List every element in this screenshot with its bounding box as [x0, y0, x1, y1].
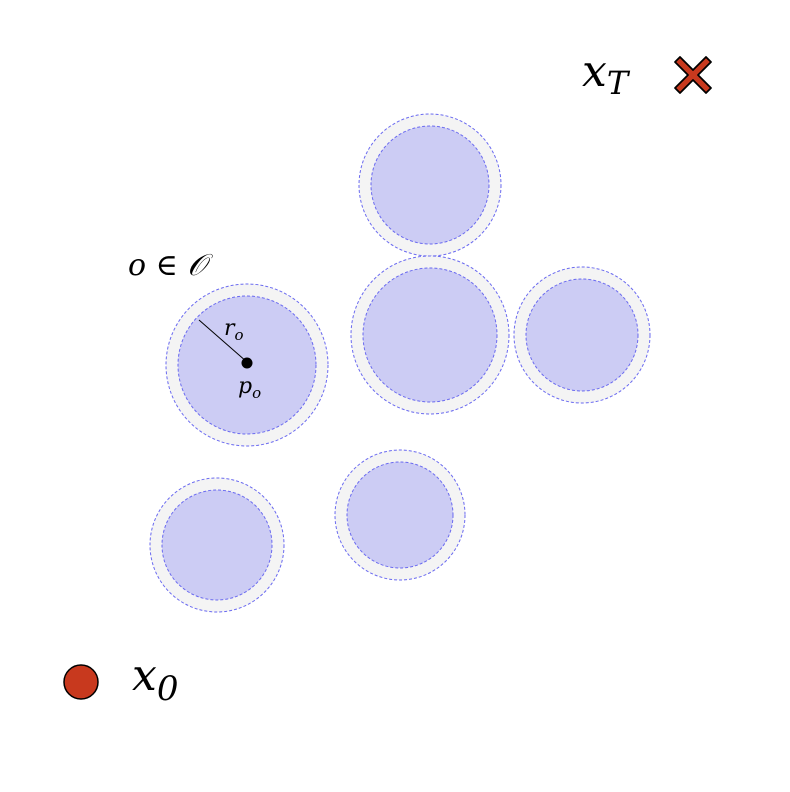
obstacle-body-3 — [525, 278, 639, 392]
center-var: p — [238, 374, 252, 399]
radius-label: ro — [224, 316, 244, 344]
obstacle-body-2 — [362, 267, 498, 403]
obstacle-4 — [165, 283, 329, 447]
obstacle-body-5 — [161, 489, 273, 601]
goal-label: xT — [582, 46, 631, 102]
start-marker-icon — [63, 664, 99, 700]
radius-var: r — [224, 316, 236, 341]
goal-x-mark-icon — [674, 56, 712, 94]
obstacle-3 — [513, 266, 651, 404]
obstacle-6 — [334, 449, 466, 581]
goal-sub: T — [607, 64, 631, 102]
obstacle-set-label: o ∈ 𝒪 — [128, 248, 213, 283]
start-var: x — [132, 650, 157, 701]
start-label: x0 — [132, 650, 178, 709]
obstacle-5 — [149, 477, 285, 613]
radius-line — [198, 319, 248, 363]
start-sub: 0 — [157, 669, 179, 709]
obstacle-center-dot — [241, 357, 253, 369]
obstacle-body-1 — [370, 125, 490, 245]
obstacle-2 — [350, 255, 510, 415]
center-sub: o — [252, 384, 261, 402]
goal-var: x — [582, 46, 607, 97]
obstacle-1 — [358, 113, 502, 257]
radius-sub: o — [235, 326, 244, 344]
center-label: po — [238, 374, 261, 402]
obstacle-body-6 — [346, 461, 454, 569]
